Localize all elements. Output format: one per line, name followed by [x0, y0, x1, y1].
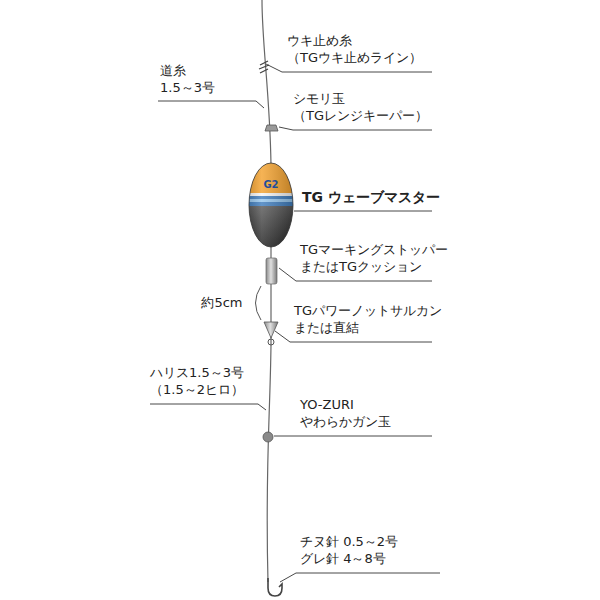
label-line: （1.5～2ヒロ）: [150, 382, 244, 399]
label-line: ウキ止め糸: [287, 33, 422, 50]
main-line: [262, 0, 271, 165]
shimori-bead: [265, 125, 278, 131]
swivel: [264, 322, 278, 345]
part-label: ウキ止め糸 （TGウキ止めライン）: [287, 33, 422, 67]
part-label: TG ウェーブマスター: [302, 188, 440, 206]
part-label: ハリス1.5～3号 （1.5～2ヒロ）: [150, 365, 244, 399]
label-line: YO-ZURI: [300, 397, 391, 414]
part-label: チヌ針 0.5～2号: [300, 534, 398, 551]
label-line: TGマーキングストッパー: [300, 242, 448, 259]
label-line: または直結: [294, 320, 442, 337]
float-stop-knot: [259, 61, 269, 73]
distance-bracket: [256, 286, 262, 320]
part-label: 約5cm: [201, 295, 242, 312]
label-line: TGパワーノットサルカン: [294, 303, 442, 320]
part-label: TGマーキングストッパー またはTGクッション: [300, 242, 448, 276]
hook: [268, 578, 282, 596]
label-line: やわらかガン玉: [300, 414, 391, 431]
float: [240, 160, 302, 251]
label-line: ハリス1.5～3号: [150, 365, 244, 382]
label-line: 1.5～3号: [160, 80, 215, 97]
split-shot: [263, 432, 273, 442]
part-label: シモリ玉 （TGレンジキーパー）: [293, 91, 428, 125]
part-label: YO-ZURI やわらかガン玉: [300, 397, 391, 431]
part-label: G2: [263, 178, 278, 191]
label-line: （TGウキ止めライン）: [287, 50, 422, 67]
marking-stopper: [266, 258, 277, 284]
leader-line: [267, 345, 271, 582]
label-line: シモリ玉: [293, 91, 428, 108]
label-line: （TGレンジキーパー）: [293, 108, 428, 125]
label-line: 道糸: [160, 63, 215, 80]
part-label: グレ針 4～8号: [300, 551, 386, 568]
part-label: TGパワーノットサルカン または直結: [294, 303, 442, 337]
part-label: 道糸 1.5～3号: [160, 63, 215, 97]
label-line: またはTGクッション: [300, 259, 448, 276]
